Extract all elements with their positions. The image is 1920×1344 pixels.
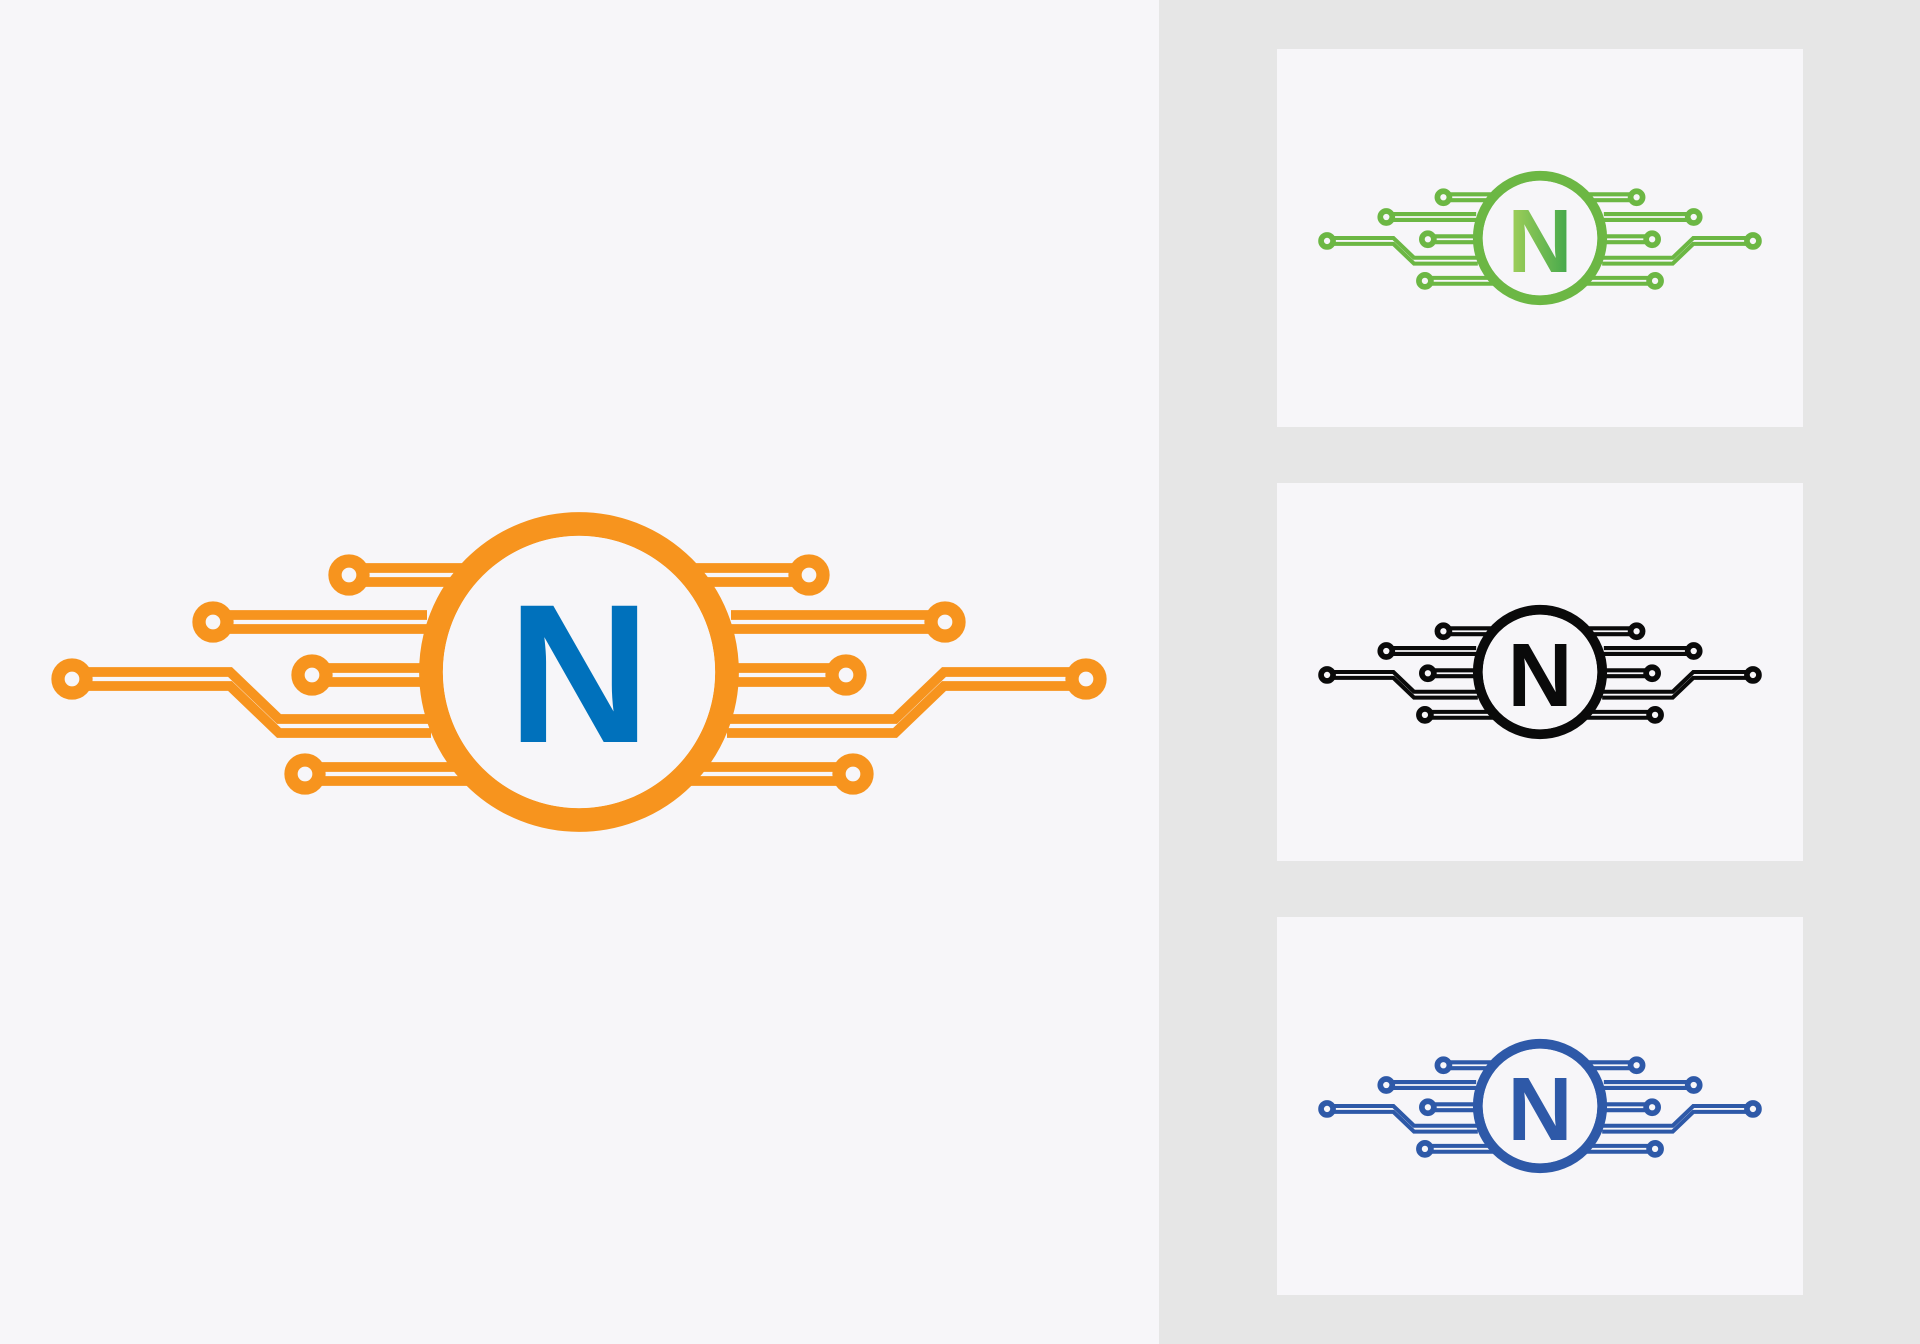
circuit-mark bbox=[1318, 604, 1762, 740]
ring-inner bbox=[1482, 614, 1598, 730]
circuit-node bbox=[825, 654, 867, 696]
circuit-node bbox=[1318, 1100, 1336, 1118]
circuit-node bbox=[1377, 208, 1396, 226]
circuit-node bbox=[51, 658, 93, 700]
circuit-node bbox=[1744, 232, 1762, 250]
ring bbox=[1472, 604, 1608, 740]
circuit-trace bbox=[1602, 669, 1753, 694]
circuit-trace bbox=[1602, 241, 1753, 266]
circuit-node bbox=[192, 601, 234, 643]
circuit-node bbox=[1416, 271, 1434, 290]
circuit-node bbox=[1684, 1076, 1703, 1094]
circuit-mark bbox=[1318, 170, 1762, 306]
circuit-trace bbox=[1602, 235, 1753, 260]
variant-logo-green: N bbox=[1318, 170, 1762, 306]
variant-logo-black: N bbox=[1318, 604, 1762, 740]
logo-letter: N bbox=[1508, 192, 1573, 292]
circuit-node bbox=[1318, 666, 1336, 684]
circuit-node bbox=[1684, 642, 1703, 660]
circuit-node bbox=[1416, 1139, 1434, 1158]
circuit-node bbox=[1627, 188, 1646, 207]
ring-inner bbox=[1482, 1048, 1598, 1164]
circuit-node bbox=[1643, 230, 1661, 249]
circuit-node bbox=[1416, 705, 1434, 724]
circuit-node bbox=[328, 554, 370, 596]
logo-letter: N bbox=[1508, 626, 1573, 726]
circuit-node bbox=[788, 554, 830, 596]
main-logo-graphic: N bbox=[51, 512, 1107, 832]
circuit-node bbox=[1684, 208, 1703, 226]
circuit-trace bbox=[1327, 1103, 1478, 1128]
variant-logo-blue: N bbox=[1318, 1038, 1762, 1174]
circuit-node bbox=[1434, 188, 1453, 207]
circuit-node bbox=[924, 601, 966, 643]
ring bbox=[419, 512, 739, 832]
variant-card-blue: N bbox=[1277, 917, 1803, 1295]
circuit-node bbox=[1643, 1098, 1661, 1117]
logo-letter: N bbox=[1508, 1060, 1573, 1160]
circuit-node bbox=[1744, 1100, 1762, 1118]
circuit-trace bbox=[1327, 1109, 1478, 1134]
circuit-node bbox=[284, 753, 326, 795]
circuit-node bbox=[1377, 1076, 1396, 1094]
circuit-node bbox=[1643, 664, 1661, 683]
ring-inner bbox=[442, 535, 716, 809]
circuit-node bbox=[291, 654, 333, 696]
circuit-node bbox=[1627, 1056, 1646, 1075]
circuit-node bbox=[1318, 232, 1336, 250]
circuit-trace bbox=[1602, 1109, 1753, 1134]
circuit-trace bbox=[1327, 675, 1478, 700]
variant-card-black: N bbox=[1277, 483, 1803, 861]
circuit-node bbox=[1434, 1056, 1453, 1075]
main-logo: N bbox=[51, 512, 1107, 832]
circuit-node bbox=[1419, 1098, 1437, 1117]
circuit-mark bbox=[1318, 1038, 1762, 1174]
ring-inner bbox=[1482, 180, 1598, 296]
ring bbox=[1472, 1038, 1608, 1174]
circuit-trace bbox=[1327, 241, 1478, 266]
circuit-trace bbox=[1602, 675, 1753, 700]
circuit-node bbox=[1627, 622, 1646, 641]
ring bbox=[1472, 170, 1608, 306]
circuit-node bbox=[1377, 642, 1396, 660]
circuit-node bbox=[832, 753, 874, 795]
circuit-trace bbox=[1327, 669, 1478, 694]
circuit-node bbox=[1646, 1139, 1664, 1158]
circuit-trace bbox=[1327, 235, 1478, 260]
logo-letter: N bbox=[508, 563, 651, 784]
circuit-node bbox=[1744, 666, 1762, 684]
circuit-trace bbox=[72, 681, 431, 738]
circuit-trace bbox=[1602, 1103, 1753, 1128]
circuit-node bbox=[1434, 622, 1453, 641]
circuit-node bbox=[1646, 705, 1664, 724]
circuit-trace bbox=[727, 667, 1086, 724]
circuit-node bbox=[1419, 664, 1437, 683]
circuit-node bbox=[1065, 658, 1107, 700]
circuit-trace bbox=[72, 667, 431, 724]
circuit-node bbox=[1419, 230, 1437, 249]
variant-card-green: N bbox=[1277, 49, 1803, 427]
circuit-mark bbox=[51, 512, 1107, 832]
circuit-trace bbox=[727, 681, 1086, 738]
circuit-node bbox=[1646, 271, 1664, 290]
